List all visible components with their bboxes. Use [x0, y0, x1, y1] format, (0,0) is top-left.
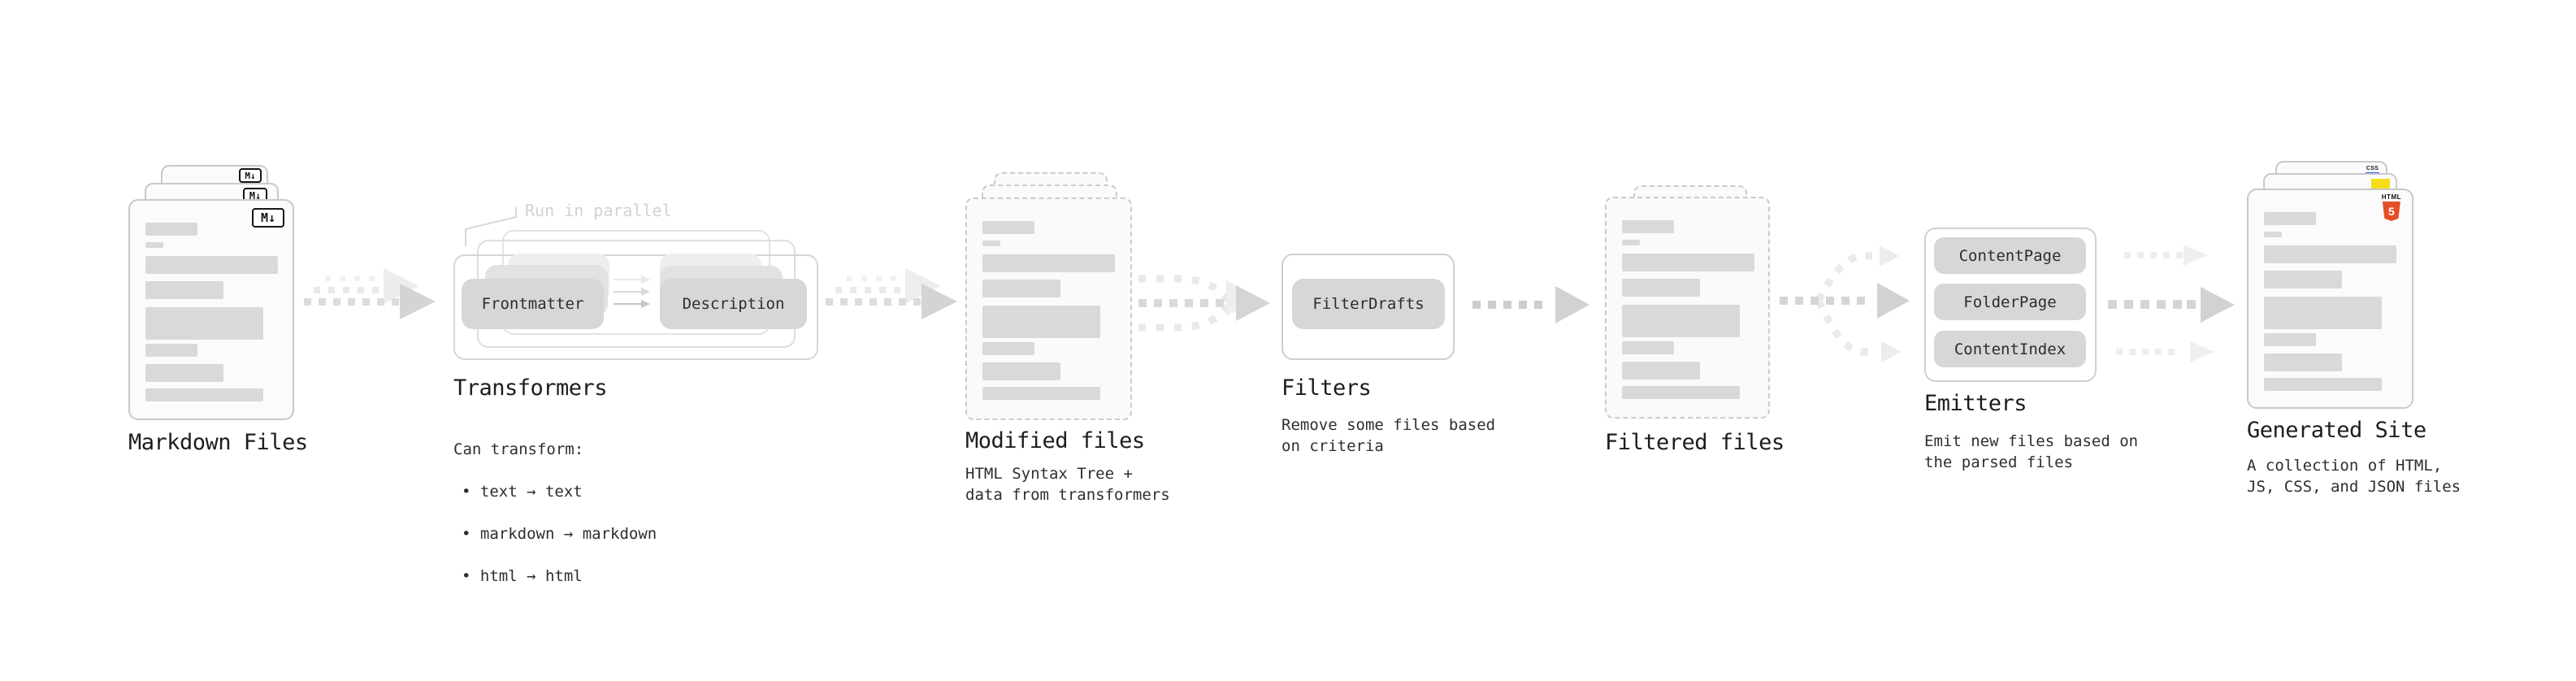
placeholder-bar	[982, 362, 1060, 380]
placeholder-bar	[145, 281, 223, 299]
placeholder-bar	[1622, 279, 1700, 297]
placeholder-bar	[2264, 245, 2396, 263]
pill-description: Description	[660, 279, 807, 329]
placeholder-text-lines	[145, 223, 278, 401]
placeholder-bar	[145, 223, 197, 236]
placeholder-bar	[145, 344, 197, 357]
pill-folderpage: FolderPage	[1934, 284, 2086, 320]
placeholder-bar	[2264, 333, 2316, 346]
markdown-icon: M↓	[239, 168, 262, 183]
transform-bullet: • text → text	[462, 483, 583, 501]
placeholder-bar	[982, 254, 1115, 272]
placeholder-bar	[145, 307, 263, 340]
transform-bullet: • html → html	[462, 567, 583, 585]
placeholder-bar	[1622, 240, 1640, 245]
placeholder-bar	[145, 256, 278, 274]
placeholder-bar	[1622, 254, 1754, 271]
placeholder-bar	[2264, 232, 2282, 237]
placeholder-bar	[2264, 212, 2316, 225]
pill-frontmatter: Frontmatter	[462, 279, 604, 329]
placeholder-bar	[982, 221, 1034, 234]
placeholder-bar	[982, 306, 1100, 338]
arrow-transformers-to-modified	[826, 268, 957, 319]
stage-label-modified-files: Modified files	[965, 428, 1145, 453]
placeholder-bar	[982, 342, 1034, 355]
run-in-parallel-annotation: Run in parallel	[525, 201, 672, 220]
pill-contentpage: ContentPage	[1934, 237, 2086, 274]
placeholder-bar	[145, 388, 263, 401]
placeholder-bar	[982, 280, 1060, 297]
stage-label-generated-site: Generated Site	[2247, 418, 2426, 443]
arrow-filters-to-filtered	[1472, 286, 1589, 323]
pill-filterdrafts: FilterDrafts	[1292, 279, 1445, 329]
html5-shield: 5	[2382, 202, 2400, 221]
placeholder-bar	[982, 241, 1000, 246]
file-card	[965, 197, 1132, 420]
generated-site-description: A collection of HTML, JS, CSS, and JSON …	[2247, 457, 2461, 496]
arrow-markdown-to-transformers	[304, 268, 436, 319]
placeholder-bar	[1622, 386, 1740, 399]
placeholder-bar	[1622, 362, 1700, 380]
stage-label-transformers: Transformers	[453, 375, 608, 401]
placeholder-bar	[1622, 341, 1674, 354]
placeholder-bar	[1622, 220, 1674, 233]
modified-files-description: HTML Syntax Tree + data from transformer…	[965, 465, 1170, 504]
transform-bullet: • markdown → markdown	[462, 525, 657, 543]
stage-label-markdown-files: Markdown Files	[128, 430, 308, 455]
placeholder-bar	[145, 242, 163, 248]
stage-label-filtered-files: Filtered files	[1605, 430, 1785, 455]
placeholder-bar	[2264, 271, 2342, 288]
annotation-leader-line	[465, 207, 517, 246]
arrows-emitters-to-generated	[2108, 245, 2235, 362]
placeholder-text-lines	[2264, 212, 2396, 391]
placeholder-bar	[1622, 305, 1740, 337]
html5-icon: HTML 5	[2382, 194, 2401, 221]
markdown-icon: M↓	[252, 208, 284, 228]
transformer-frame-front	[453, 254, 818, 360]
arrow-filtered-to-emitters	[1780, 245, 1910, 362]
stage-label-filters: Filters	[1281, 375, 1372, 401]
emitters-description: Emit new files based on the parsed files	[1924, 432, 2139, 471]
arrow-modified-to-filters	[1138, 275, 1270, 332]
pill-contentindex: ContentIndex	[1934, 331, 2086, 367]
placeholder-bar	[2264, 297, 2382, 329]
file-card: HTML 5	[2247, 189, 2413, 409]
parallel-arrows	[614, 275, 650, 308]
filters-description: Remove some files based on criteria	[1281, 416, 1496, 455]
placeholder-bar	[2264, 354, 2342, 371]
stage-label-emitters: Emitters	[1924, 391, 2027, 416]
transformers-description: Can transform: • text → text • markdown …	[453, 418, 657, 608]
js-icon	[2371, 179, 2390, 189]
placeholder-text-lines	[982, 221, 1115, 400]
can-transform-title: Can transform:	[453, 440, 584, 458]
placeholder-bar	[145, 364, 223, 382]
file-card: M↓	[128, 199, 294, 420]
placeholder-bar	[982, 387, 1100, 400]
file-card	[1605, 197, 1770, 419]
placeholder-text-lines	[1622, 220, 1754, 399]
placeholder-bar	[2264, 378, 2382, 391]
